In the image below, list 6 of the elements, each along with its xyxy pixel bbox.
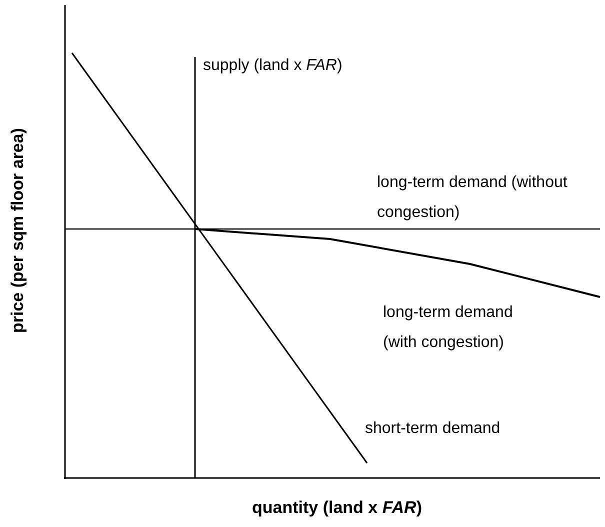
curve-label: long-term demand (without congestion)	[377, 173, 568, 223]
curve-label: supply (land x FAR)	[203, 56, 342, 76]
curve-label: short-term demand	[365, 419, 500, 439]
axis-title: price (per sqm floor area)	[8, 126, 28, 335]
axis-title: quantity (land x FAR)	[250, 498, 423, 518]
curve-label: long-term demand (with congestion)	[383, 303, 514, 353]
